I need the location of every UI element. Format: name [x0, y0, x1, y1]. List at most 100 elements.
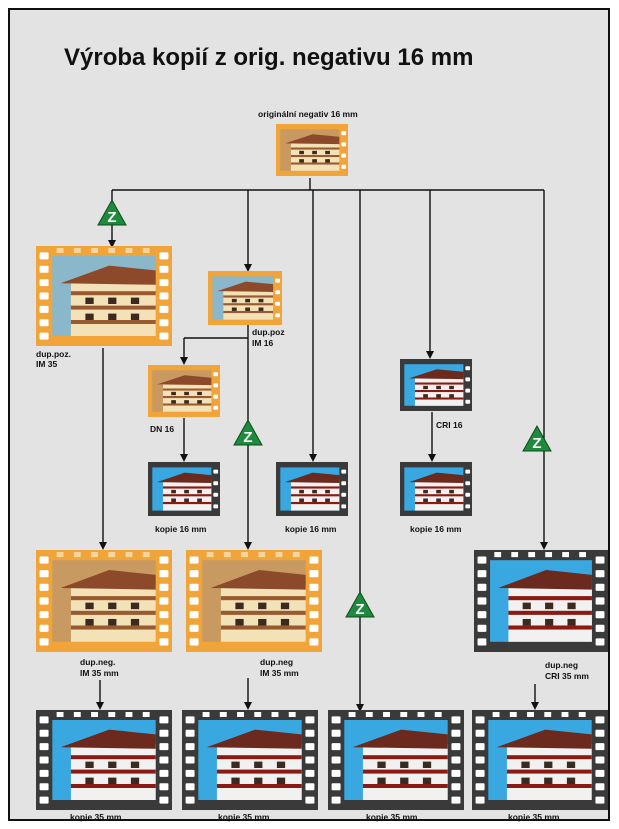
photo-window [254, 778, 262, 784]
sprocket-hole [451, 797, 460, 804]
film-edge-hole [126, 248, 133, 253]
photo-window [449, 490, 454, 493]
label-kopie16-c: kopie 16 mm [410, 524, 462, 534]
sprocket-hole [40, 266, 49, 273]
film-edge-hole [527, 712, 534, 717]
sprocket-hole [476, 783, 485, 790]
photo-window [449, 394, 454, 397]
sprocket-hole [186, 783, 195, 790]
sprocket-hole [159, 625, 168, 632]
sprocket-hole [309, 570, 318, 577]
sprocket-hole [341, 470, 346, 474]
film-kopie16-a [148, 462, 220, 516]
label-dup-poz-16-b: IM 16 [252, 338, 273, 348]
photo-window [567, 619, 575, 626]
sprocket-hole [40, 770, 49, 777]
sprocket-hole [595, 783, 604, 790]
photo-window [235, 619, 243, 626]
photo-balcony [291, 148, 339, 150]
film-edge-hole [143, 552, 150, 557]
sprocket-hole [40, 306, 49, 313]
sprocket-hole [186, 730, 195, 737]
photo-balcony [71, 306, 156, 310]
film-dn16 [148, 365, 220, 417]
film-edge-hole [579, 712, 586, 717]
sprocket-hole [159, 638, 168, 645]
photo-window [108, 298, 116, 304]
sprocket-hole [213, 481, 218, 485]
photo-window [312, 159, 317, 162]
photo-window [436, 394, 441, 397]
film-edge-hole [383, 712, 390, 717]
photo-balcony [223, 311, 273, 313]
film-edge-hole [579, 552, 586, 557]
photo-window [232, 299, 237, 302]
label-dup-poz-35-b: IM 35 [36, 359, 57, 369]
photo-window [131, 603, 139, 610]
sprocket-hole [451, 783, 460, 790]
sprocket-hole [309, 597, 318, 604]
sprocket-hole [332, 797, 341, 804]
photo-window [423, 762, 431, 768]
film-edge-hole [126, 712, 133, 717]
label-kopie35-c: kopie 35 mm [366, 812, 418, 822]
sprocket-hole [332, 770, 341, 777]
sprocket-hole [465, 389, 470, 393]
photo-balcony [71, 625, 156, 629]
sprocket-hole [476, 797, 485, 804]
film-dup-poz-im16 [208, 271, 282, 325]
sprocket-hole [159, 306, 168, 313]
label-dupneg-b: dup.neg [260, 657, 293, 667]
photo-balcony [415, 390, 463, 392]
sprocket-hole [305, 730, 314, 737]
sprocket-hole [190, 611, 199, 618]
photo-balcony [163, 494, 211, 496]
photo-window [423, 490, 428, 493]
photo-window [299, 499, 304, 502]
film-dup-poz-im35 [36, 246, 172, 346]
sprocket-hole [275, 279, 280, 283]
sprocket-hole [186, 716, 195, 723]
sprocket-hole [159, 319, 168, 326]
photo-window [277, 778, 285, 784]
photo-window [281, 619, 289, 626]
photo-balcony [291, 494, 339, 496]
sprocket-hole [40, 743, 49, 750]
photo-balcony [71, 320, 156, 324]
photo-balcony [223, 303, 273, 305]
sprocket-hole [159, 770, 168, 777]
sprocket-hole [309, 557, 318, 564]
photo-balcony [71, 755, 156, 759]
sprocket-hole [476, 743, 485, 750]
sprocket-hole [305, 743, 314, 750]
sprocket-hole [40, 730, 49, 737]
photo-balcony [223, 295, 273, 297]
photo-balcony [291, 162, 339, 164]
film-edge-hole [91, 552, 98, 557]
film-edge-hole [224, 552, 231, 557]
film-kopie35-d [472, 710, 608, 810]
sprocket-hole [40, 319, 49, 326]
photo-balcony [221, 611, 306, 615]
photo-window [400, 778, 408, 784]
sprocket-hole [309, 625, 318, 632]
sprocket-hole [40, 716, 49, 723]
photo-window [171, 499, 176, 502]
label-cri16: CRI 16 [436, 420, 462, 430]
film-kopie16-b [276, 462, 348, 516]
film-edge-hole [510, 712, 517, 717]
photo-balcony [507, 770, 592, 774]
sprocket-hole [213, 493, 218, 497]
photo-balcony [507, 755, 592, 759]
sprocket-hole [596, 625, 605, 632]
label-dn16: DN 16 [150, 424, 174, 434]
sprocket-hole [476, 716, 485, 723]
sprocket-hole [305, 783, 314, 790]
photo-balcony [71, 770, 156, 774]
film-edge-hole [207, 552, 214, 557]
sprocket-hole [465, 504, 470, 508]
sprocket-hole [159, 584, 168, 591]
sprocket-hole [305, 716, 314, 723]
photo-window [197, 392, 202, 395]
